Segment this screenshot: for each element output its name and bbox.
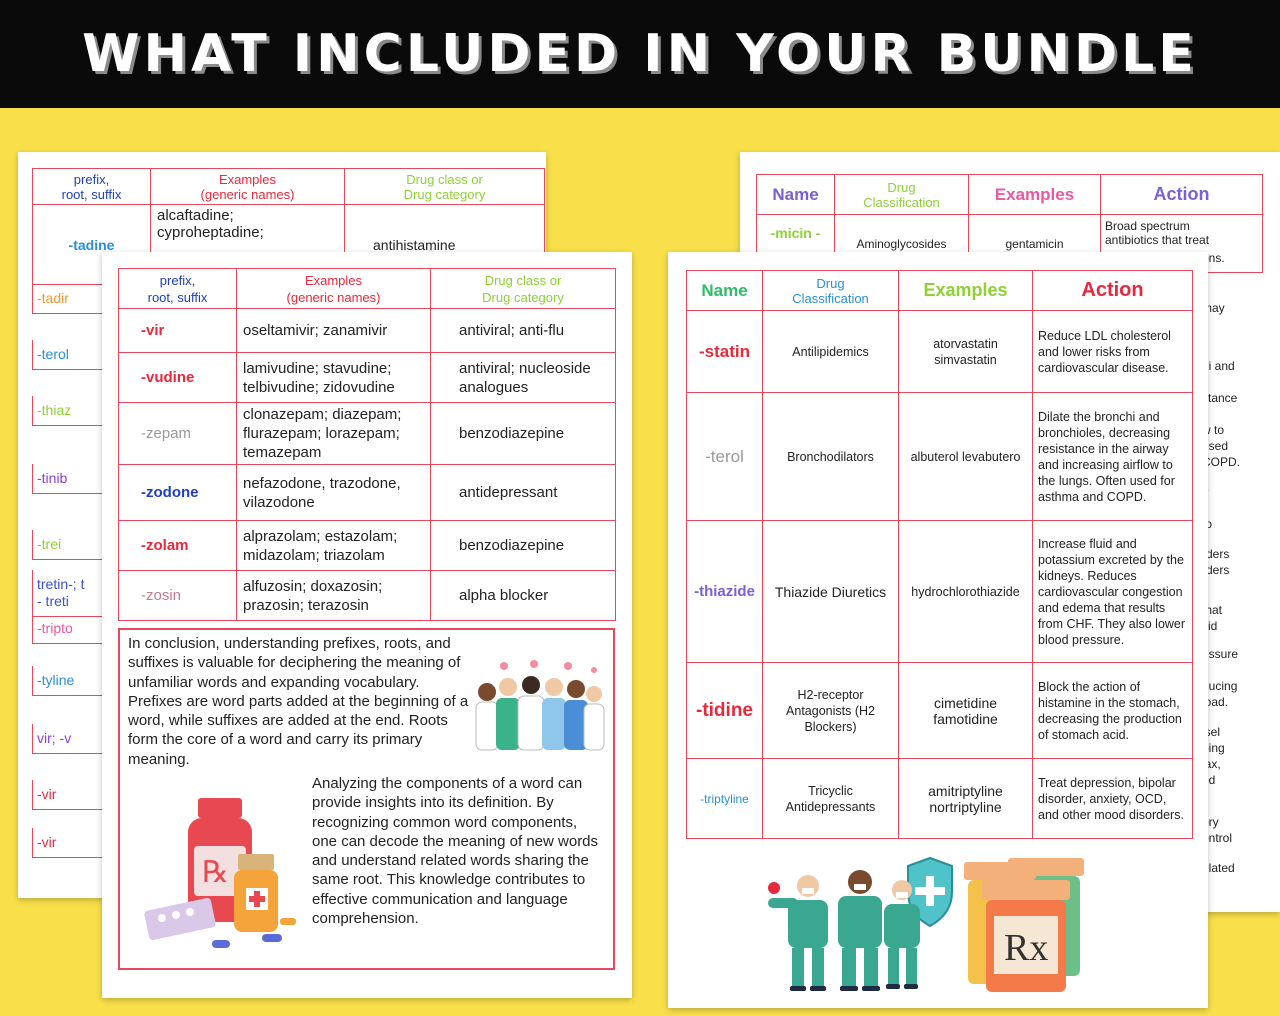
doctors-illustration bbox=[475, 660, 605, 751]
fl-cell-name: -vir bbox=[118, 308, 237, 353]
front-right-sheet: Name Drug Classification Examples Action… bbox=[668, 252, 1208, 1008]
fl-cell-class: antiviral; nucleoside analogues bbox=[430, 352, 616, 403]
fr-cell-classification: Antilipidemics bbox=[762, 310, 899, 393]
conclusion-box: In conclusion, understanding prefixes, r… bbox=[118, 628, 615, 970]
fr-cell-action: Increase fluid and potassium excreted by… bbox=[1032, 520, 1193, 663]
bottle-rx-label: ℞ bbox=[202, 856, 229, 889]
bl-header-prefix: prefix, root, suffix bbox=[32, 168, 151, 205]
bl-stub-6: -tripto bbox=[32, 614, 118, 644]
fl-cell-class: antiviral; anti-flu bbox=[430, 308, 616, 353]
fr-header-examples: Examples bbox=[898, 270, 1033, 311]
fl-cell-name: -zolam bbox=[118, 520, 237, 571]
fl-cell-name: -zosin bbox=[118, 570, 237, 621]
bl-stub-0: -tadir bbox=[32, 284, 118, 314]
front-right-table: Name Drug Classification Examples Action… bbox=[686, 270, 1193, 839]
fr-cell-examples: atorvastatin simvastatin bbox=[898, 310, 1033, 393]
fl-cell-examples: lamivudine; stavudine; telbivudine; zido… bbox=[236, 352, 431, 403]
br-header-name: Name bbox=[756, 174, 835, 215]
bl-stub-8: vir; -v bbox=[32, 724, 118, 754]
fl-cell-examples: nefazodone, trazodone, vilazodone bbox=[236, 464, 431, 521]
fl-header-examples: Examples (generic names) bbox=[236, 268, 431, 309]
fr-cell-classification: Thiazide Diuretics bbox=[762, 520, 899, 663]
bl-stub-3: -tinib bbox=[32, 464, 118, 494]
fr-cell-classification: Tricyclic Antidepressants bbox=[762, 758, 899, 839]
bl-stub-9: -vir bbox=[32, 780, 118, 810]
fl-cell-class: benzodiazepine bbox=[430, 520, 616, 571]
pill-bottles-illustration: Rx bbox=[964, 858, 1084, 992]
back-left-table: prefix, root, suffix Examples (generic n… bbox=[32, 168, 545, 285]
fr-cell-name: -statin bbox=[686, 310, 763, 393]
fl-cell-examples: alprazolam; estazolam; midazolam; triazo… bbox=[236, 520, 431, 571]
fr-cell-classification: H2-receptor Antagonists (H2 Blockers) bbox=[762, 662, 899, 759]
fr-cell-examples: hydrochlorothiazide bbox=[898, 520, 1033, 663]
br-header-examples: Examples bbox=[968, 174, 1101, 215]
front-left-table: prefix, root, suffix Examples (generic n… bbox=[118, 268, 616, 621]
fl-cell-class: alpha blocker bbox=[430, 570, 616, 621]
fr-cell-examples: albuterol levabutero bbox=[898, 392, 1033, 521]
bl-stub-7: -tyline bbox=[32, 666, 118, 696]
br-snippet-11: elated bbox=[1202, 861, 1235, 875]
bl-stub-1: -terol bbox=[32, 340, 118, 370]
fr-cell-classification: Bronchodilators bbox=[762, 392, 899, 521]
fr-cell-action: Block the action of histamine in the sto… bbox=[1032, 662, 1193, 759]
fr-cell-action: Treat depression, bipolar disorder, anxi… bbox=[1032, 758, 1193, 839]
bl-header-class: Drug class or Drug category bbox=[344, 168, 545, 205]
bl-stub-5: tretin-; t - treti bbox=[32, 570, 118, 617]
bl-stub-4: -trei bbox=[32, 530, 118, 560]
fr-cell-name: -thiazide bbox=[686, 520, 763, 663]
fr-cell-examples: amitriptyline nortriptyline bbox=[898, 758, 1033, 839]
br-snippet-6: rders rders bbox=[1202, 547, 1230, 577]
bl-stub-10: -vir bbox=[32, 828, 118, 858]
fl-cell-name: -vudine bbox=[118, 352, 237, 403]
conclusion-paragraph-1: In conclusion, understanding prefixes, r… bbox=[128, 635, 469, 768]
fl-header-prefix: prefix, root, suffix bbox=[118, 268, 237, 309]
fr-cell-name: -triptyline bbox=[686, 758, 763, 839]
fl-cell-class: antidepressant bbox=[430, 464, 616, 521]
fl-cell-name: -zodone bbox=[118, 464, 237, 521]
fl-cell-class: benzodiazepine bbox=[430, 402, 616, 465]
fr-cell-examples: cimetidine famotidine bbox=[898, 662, 1033, 759]
br-header-class: Drug Classification bbox=[834, 174, 969, 215]
back-right-table: Name Drug Classification Examples Action… bbox=[756, 174, 1263, 273]
bl-header-examples: Examples (generic names) bbox=[150, 168, 345, 205]
fl-cell-examples: oseltamivir; zanamivir bbox=[236, 308, 431, 353]
fr-header-name: Name bbox=[686, 270, 763, 311]
fl-header-class: Drug class or Drug category bbox=[430, 268, 616, 309]
healthcare-workers-illustration bbox=[768, 856, 953, 991]
medicine-illustration: ℞ bbox=[144, 798, 296, 948]
banner: WHAT INCLUDED IN YOUR BUNDLE bbox=[0, 0, 1280, 108]
banner-title: WHAT INCLUDED IN YOUR BUNDLE bbox=[82, 24, 1198, 84]
fl-cell-examples: alfuzosin; doxazosin; prazosin; terazosi… bbox=[236, 570, 431, 621]
fr-cell-name: -tidine bbox=[686, 662, 763, 759]
fr-cell-action: Reduce LDL cholesterol and lower risks f… bbox=[1032, 310, 1193, 393]
pill-bottle-rx-label: Rx bbox=[1004, 927, 1048, 969]
fr-cell-action: Dilate the bronchi and bronchioles, decr… bbox=[1032, 392, 1193, 521]
bl-stub-2: -thiaz bbox=[32, 396, 118, 426]
fr-header-action: Action bbox=[1032, 270, 1193, 311]
front-left-sheet: prefix, root, suffix Examples (generic n… bbox=[102, 252, 632, 998]
fl-cell-name: -zepam bbox=[118, 402, 237, 465]
fl-cell-examples: clonazepam; diazepam; flurazepam; loraze… bbox=[236, 402, 431, 465]
conclusion-paragraph-2: Analyzing the components of a word can p… bbox=[312, 775, 599, 928]
br-header-action: Action bbox=[1100, 174, 1263, 215]
fr-cell-name: -terol bbox=[686, 392, 763, 521]
fr-header-classification: Drug Classification bbox=[762, 270, 899, 311]
